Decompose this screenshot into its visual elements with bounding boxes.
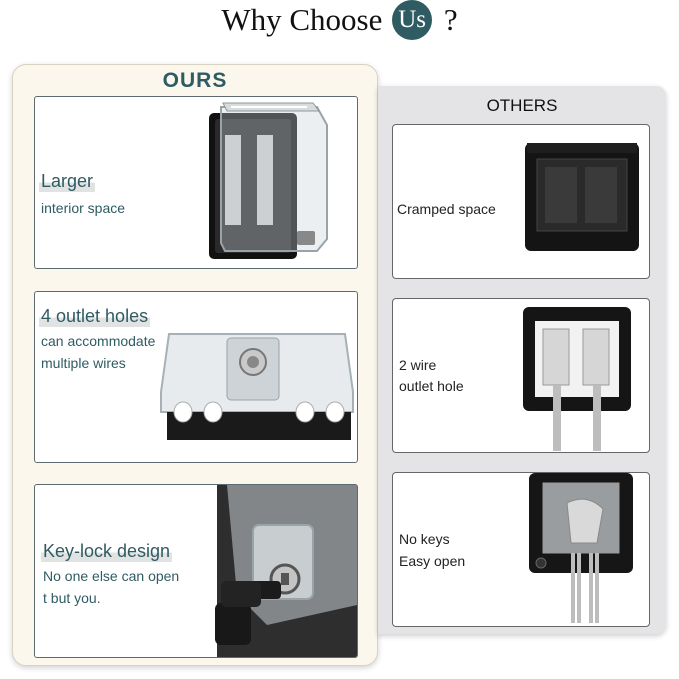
- ours-title: OURS: [162, 69, 228, 92]
- ours-card-1-line-1: interior space: [41, 200, 126, 216]
- clear-cover-box-image: [209, 102, 328, 259]
- others-card-2-wire: 2 wire outlet hole: [392, 298, 650, 453]
- others-card-3-line-1: No keys: [399, 531, 450, 547]
- ours-panel: OURS Larger interior space 4 outlet hole…: [12, 64, 378, 666]
- ours-card-3-line-2: t but you.: [43, 590, 101, 606]
- no-lock-box-image: [529, 473, 633, 623]
- small-black-box-image: [525, 143, 639, 251]
- title-prefix: Why Choose: [221, 2, 383, 37]
- others-card-3-line-2: Easy open: [399, 553, 466, 569]
- ours-card-1-headline: Larger: [39, 171, 96, 192]
- ours-card-2-headline: 4 outlet holes: [39, 306, 151, 327]
- outlet-holes-box-image: [160, 333, 354, 440]
- others-card-2-line-1: 2 wire: [399, 357, 437, 373]
- two-wire-box-image: [523, 307, 631, 451]
- ours-card-2-line-1: can accommodate: [41, 333, 156, 349]
- others-card-1-line-1: Cramped space: [397, 201, 496, 217]
- ours-card-2-line-2: multiple wires: [41, 355, 126, 371]
- others-card-cramped: Cramped space: [392, 124, 650, 279]
- ours-card-outlet-holes: 4 outlet holes can accommodate multiple …: [34, 291, 358, 463]
- others-title: OTHERS: [486, 96, 558, 115]
- ours-card-key-lock: Key-lock design No one else can open t b…: [34, 484, 358, 658]
- others-panel: OTHERS Cramped space 2 wire outlet hole …: [378, 86, 666, 634]
- others-card-no-keys: No keys Easy open: [392, 472, 650, 627]
- others-card-2-line-2: outlet hole: [399, 378, 464, 394]
- title-suffix: ?: [443, 2, 458, 37]
- ours-card-3-line-1: No one else can open: [43, 568, 180, 584]
- page-title: Why Choose Us ?: [0, 0, 679, 43]
- ours-card-3-headline: Key-lock design: [41, 541, 173, 562]
- us-badge: Us: [392, 0, 433, 40]
- ours-card-larger: Larger interior space: [34, 96, 358, 269]
- key-lock-box-image: [215, 485, 357, 657]
